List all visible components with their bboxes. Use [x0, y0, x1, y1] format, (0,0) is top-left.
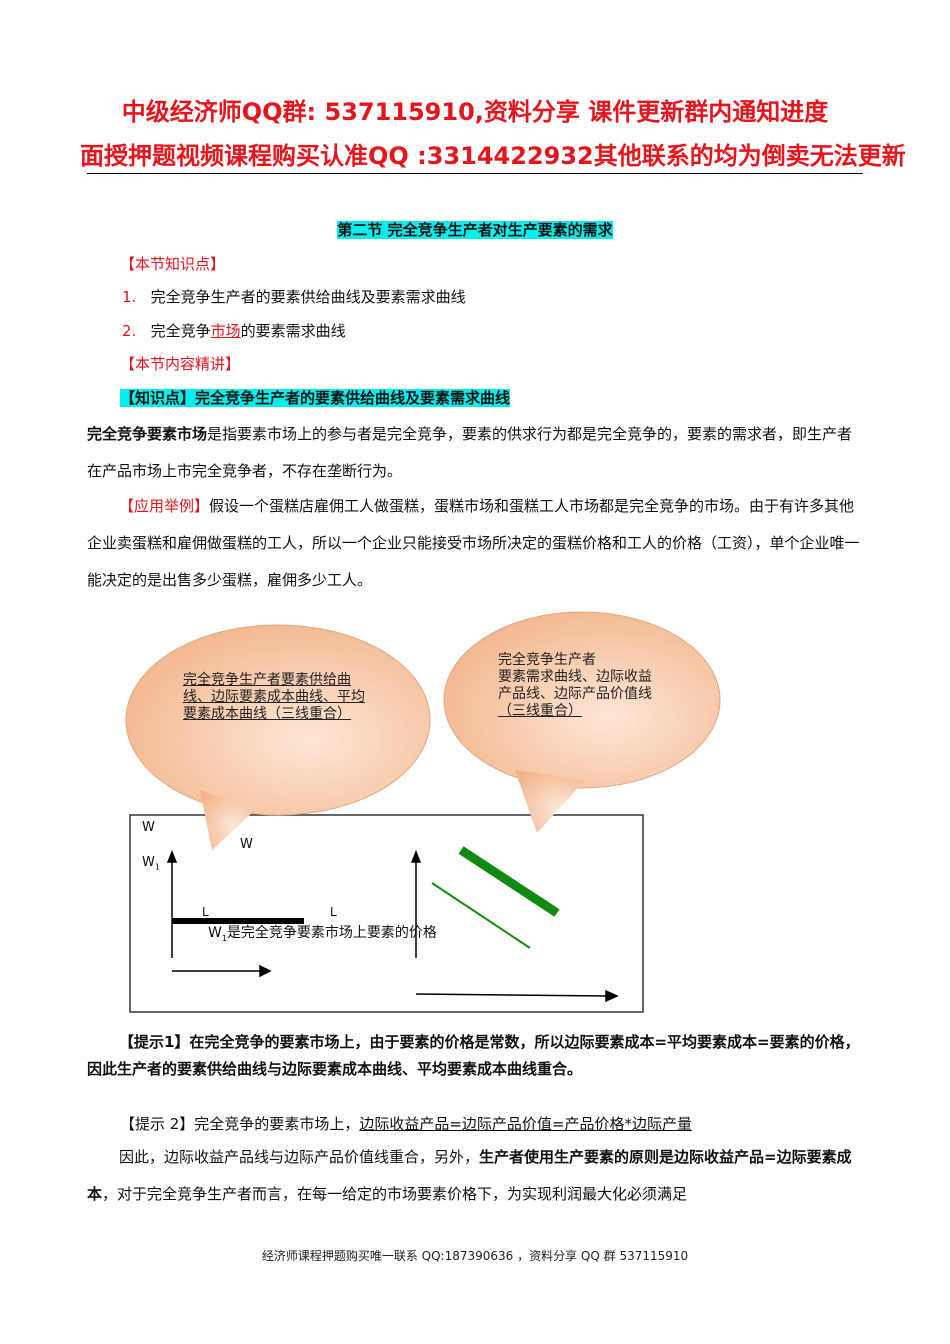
- bubble-right-underlined: （三线重合）: [498, 703, 582, 719]
- knowledge-label: 【本节知识点】: [120, 255, 226, 273]
- right-y-arrow: [410, 849, 422, 863]
- w: W: [142, 855, 155, 870]
- definition: 是指要素市场上的参与者是完全竞争，要素的供求行为都是完全竞争的，要素的需求者，即…: [87, 425, 853, 480]
- tip-2-formula: 边际收益产品=边际产品价值=产品价格*边际产量: [359, 1115, 692, 1133]
- label-w-outer: W: [142, 820, 155, 835]
- example-text: 假设一个蛋糕店雇佣工人做蛋糕，蛋糕市场和蛋糕工人市场都是完全竞争的市场。由于有许…: [87, 497, 860, 589]
- bubble-left-text: 完全竞争生产者要素供给曲线、边际要素成本曲线、平均要素成本曲线（三线重合）: [183, 672, 365, 722]
- footer: 经济师课程押题购买唯一联系 QQ:187390636 ，资料分享 QQ 群 53…: [261, 1249, 689, 1263]
- content-label: 【本节内容精讲】: [120, 355, 241, 373]
- paragraph-example: 【应用举例】假设一个蛋糕店雇佣工人做蛋糕，蛋糕市场和蛋糕工人市场都是完全竞争的市…: [87, 488, 863, 599]
- section-title: 第二节 完全竞争生产者对生产要素的需求: [337, 221, 613, 239]
- knowledge-item-2: 2. 完全竞争市场的要素需求曲线: [122, 320, 346, 341]
- knowledge-item-1: 1. 完全竞争生产者的要素供给曲线及要素需求曲线: [122, 286, 466, 307]
- header-divider: [87, 173, 863, 174]
- term: 完全竞争要素市场: [87, 425, 208, 443]
- header-line-2: 面授押题视频课程购买认准QQ :3314422932其他联系的均为倒卖无法更新: [80, 142, 906, 170]
- sub: 1: [221, 933, 227, 943]
- bubble-right-line1: 完全竞争生产者: [498, 652, 596, 668]
- w: W: [208, 925, 222, 941]
- left-y-arrow: [166, 849, 178, 863]
- tip-2-label: 【提示 2】完全竞争的要素市场上，: [120, 1115, 360, 1133]
- item-number: 2.: [122, 322, 137, 340]
- item-number: 1.: [122, 288, 137, 306]
- label-w-inner: W: [240, 837, 253, 852]
- bubble-right-text: 完全竞争生产者要素需求曲线、边际收益产品线、边际产品价值线（三线重合）: [498, 652, 663, 720]
- right-x-arrow: [605, 989, 619, 1003]
- paragraph-definition: 完全竞争要素市场是指要素市场上的参与者是完全竞争，要素的供求行为都是完全竞争的，…: [87, 416, 863, 490]
- sub: 1: [154, 862, 160, 872]
- tip-2: 【提示 2】完全竞争的要素市场上，边际收益产品=边际产品价值=产品价格*边际产量: [120, 1113, 692, 1134]
- principle: 生产者使用生产要素的原则是边际收益产品=边际要素成本: [87, 1148, 852, 1203]
- demand-curve-thin: [431, 882, 531, 949]
- item-text: 完全竞争生产者的要素供给曲线及要素需求曲线: [150, 288, 466, 306]
- text: ，对于完全竞争生产者而言，在每一给定的市场要素价格下，为实现利润最大化必须满足: [102, 1185, 688, 1203]
- item-text: 的要素需求曲线: [240, 322, 346, 340]
- item-text: 完全竞争: [150, 322, 211, 340]
- market-link[interactable]: 市场: [210, 322, 241, 340]
- header-line-1: 中级经济师QQ群: 537115910,资料分享 课件更新群内通知进度: [121, 98, 829, 126]
- bubble-right-rest: 要素需求曲线、边际收益产品线、边际产品价值线: [498, 669, 652, 702]
- diagram-caption: W1是完全竞争要素市场上要素的价格: [208, 922, 437, 943]
- demand-curve-thick: [458, 846, 560, 917]
- point-heading: 【知识点】完全竞争生产者的要素供给曲线及要素需求曲线: [120, 389, 511, 407]
- right-x-axis: [415, 993, 609, 997]
- text: 因此，边际收益产品线与边际产品价值线重合，另外，: [119, 1148, 480, 1166]
- bubble-right: [443, 611, 721, 833]
- tip-1: 【提示1】在完全竞争的要素市场上，由于要素的价格是常数，所以边际要素成本=平均要…: [87, 1033, 860, 1078]
- left-x-arrow: [259, 964, 272, 978]
- diagram-frame: [129, 814, 644, 1013]
- label-l2: L: [330, 905, 337, 919]
- paragraph-principle: 因此，边际收益产品线与边际产品价值线重合，另外，生产者使用生产要素的原则是边际收…: [87, 1139, 863, 1213]
- bubble-left: [125, 624, 431, 850]
- label-w1: W1: [142, 855, 160, 872]
- caption-text: 是完全竞争要素市场上要素的价格: [226, 925, 437, 941]
- example-label: 【应用举例】: [119, 497, 210, 515]
- label-l1: L: [202, 905, 209, 919]
